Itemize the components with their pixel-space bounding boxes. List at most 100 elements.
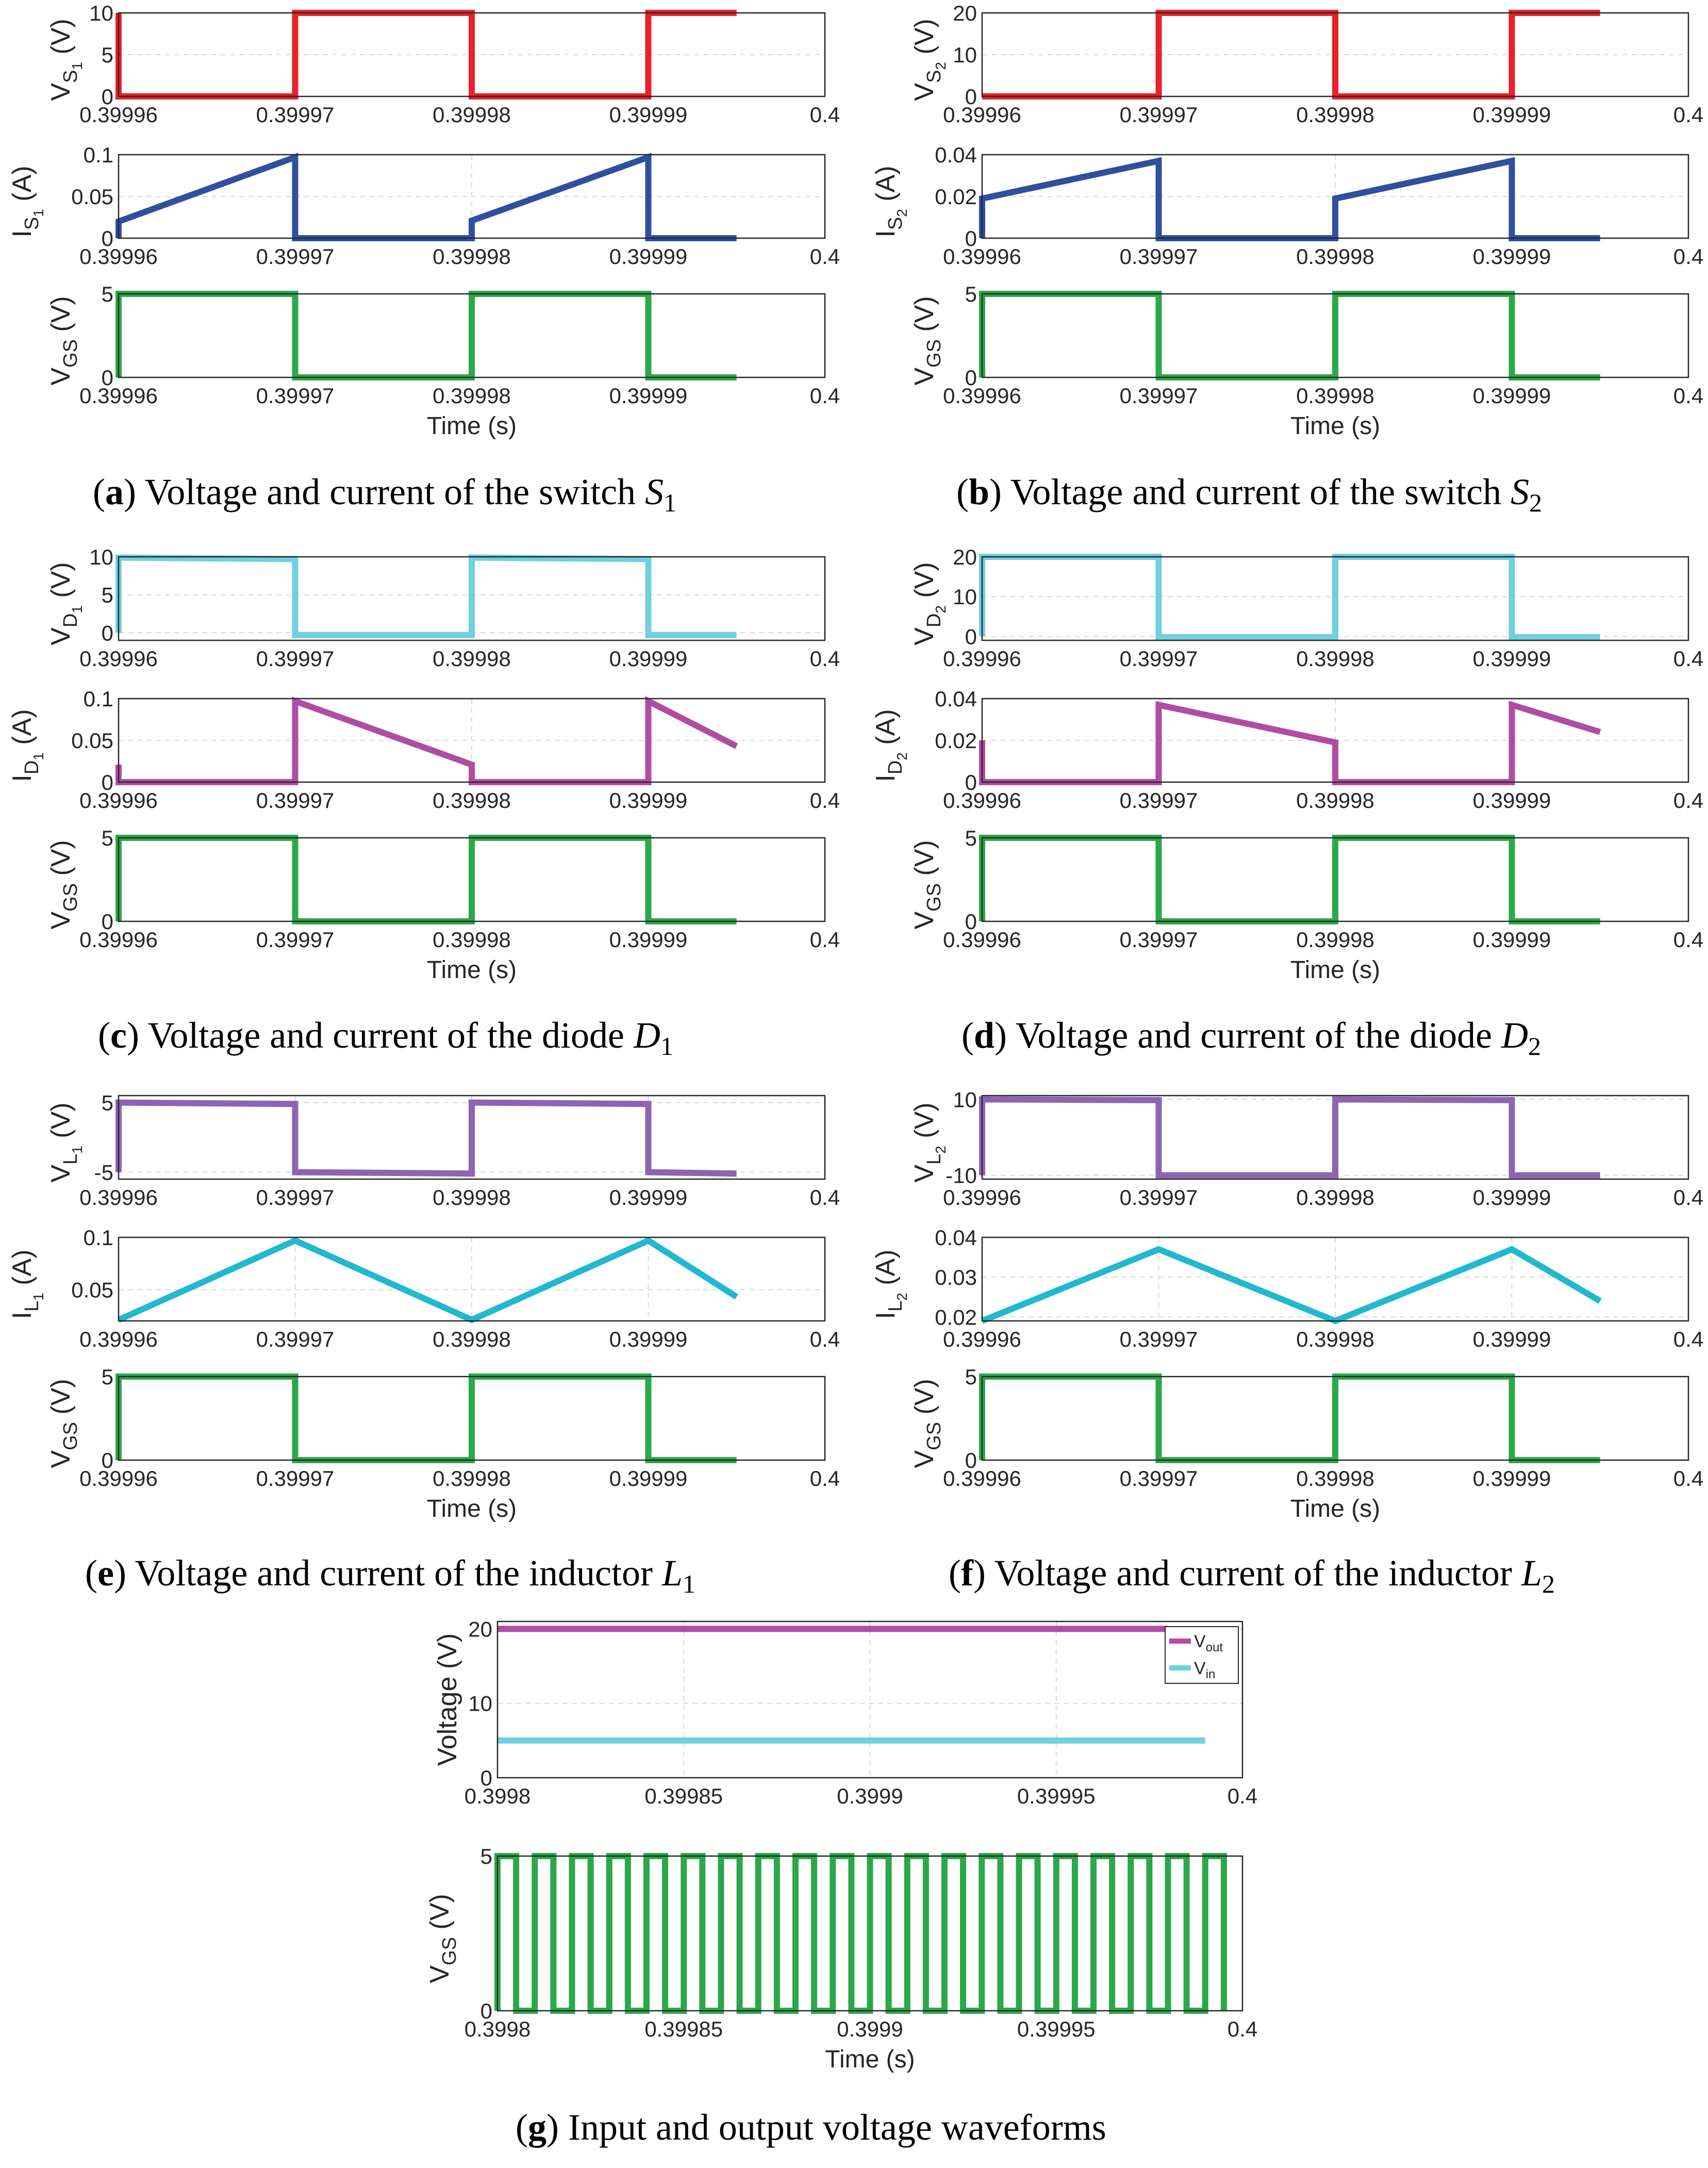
axes-box — [118, 698, 826, 783]
series-line — [979, 1096, 1600, 1179]
x-tick-label: 0.39997 — [1120, 1466, 1198, 1491]
x-tick-label: 0.39998 — [1296, 1185, 1374, 1210]
legend-entry: Vin — [1194, 1659, 1215, 1681]
y-tick-label: 10 — [953, 1087, 977, 1112]
y-tick-label: 0.02 — [935, 185, 977, 209]
x-tick-label: 0.4 — [810, 1327, 840, 1351]
x-tick-label: 0.39998 — [1296, 103, 1374, 127]
x-tick-label: 0.39985 — [644, 2017, 723, 2041]
x-tick-label: 0.4 — [1673, 1185, 1703, 1210]
y-axis-label: VGS (V) — [909, 1379, 945, 1468]
x-tick-label: 0.39999 — [1473, 1327, 1551, 1351]
y-tick-label: 5 — [965, 282, 977, 306]
axes-box — [118, 837, 826, 922]
series-line — [115, 554, 737, 638]
legend-entry: Vout — [1194, 1632, 1223, 1654]
series-line — [117, 1237, 738, 1323]
x-tick-label: 0.39999 — [609, 384, 688, 408]
x-tick-label: 0.4 — [810, 928, 840, 952]
y-tick-label: 5 — [965, 1365, 977, 1389]
x-tick-label: 0.39985 — [644, 1784, 723, 1808]
axes-box — [118, 1236, 826, 1322]
x-tick-label: 0.4 — [1673, 384, 1703, 408]
x-tick-label: 0.39997 — [256, 1185, 335, 1210]
x-tick-label: 0.39999 — [609, 244, 688, 269]
y-tick-label: 0 — [102, 366, 113, 390]
y-tick-label: 10 — [953, 585, 977, 609]
x-tick-label: 0.4 — [1228, 1784, 1257, 1808]
x-tick-label: 0.39996 — [943, 1327, 1021, 1351]
axes-box — [118, 556, 826, 641]
x-tick-label: 0.4 — [1673, 244, 1703, 269]
x-tick-label: 0.39999 — [1473, 1185, 1551, 1210]
x-tick-label: 0.39996 — [943, 647, 1021, 671]
x-tick-label: 0.4 — [810, 1466, 840, 1491]
x-axis-label: Time (s) — [1290, 1495, 1380, 1522]
y-tick-label: 0.03 — [935, 1265, 977, 1289]
x-tick-label: 0.39998 — [433, 244, 511, 269]
axes-box — [118, 1376, 826, 1461]
x-tick-label: 0.39999 — [1473, 1466, 1551, 1491]
x-tick-label: 0.39999 — [609, 1185, 688, 1210]
x-tick-label: 0.39996 — [79, 103, 158, 127]
axes-box — [118, 1095, 826, 1180]
x-tick-label: 0.39998 — [433, 1185, 511, 1210]
x-tick-label: 0.4 — [1673, 1327, 1703, 1351]
x-tick-label: 0.4 — [1673, 928, 1703, 952]
x-tick-label: 0.39999 — [1473, 928, 1551, 952]
axes-box — [981, 698, 1689, 783]
y-tick-label: 5 — [965, 826, 977, 850]
x-tick-label: 0.39997 — [256, 1327, 335, 1351]
x-tick-label: 0.4 — [1673, 647, 1703, 671]
x-tick-label: 0.39997 — [256, 647, 335, 671]
x-tick-label: 0.39996 — [943, 244, 1021, 269]
x-tick-label: 0.39996 — [943, 1466, 1021, 1491]
caption-g: (g) Input and output voltage waveforms — [516, 2107, 1106, 2148]
y-axis-label: IS1 (A) — [7, 166, 46, 237]
x-tick-label: 0.39999 — [609, 788, 688, 813]
x-tick-label: 0.39999 — [1473, 103, 1551, 127]
y-tick-label: 0.04 — [935, 687, 977, 711]
x-tick-label: 0.39997 — [1120, 1327, 1198, 1351]
x-tick-label: 0.4 — [1673, 103, 1703, 127]
y-tick-label: 10 — [89, 545, 113, 569]
x-tick-label: 0.39998 — [1296, 384, 1374, 408]
x-tick-label: 0.39999 — [1473, 244, 1551, 269]
x-tick-label: 0.39997 — [1120, 647, 1198, 671]
y-axis-label: VS2 (V) — [909, 19, 949, 101]
x-tick-label: 0.39996 — [79, 384, 158, 408]
axes-box — [118, 293, 826, 378]
y-axis-label: VGS (V) — [46, 840, 81, 929]
y-tick-label: 0.04 — [935, 1226, 977, 1250]
y-tick-label: -5 — [94, 1161, 113, 1185]
x-tick-label: 0.39997 — [1120, 244, 1198, 269]
x-tick-label: 0.39997 — [256, 103, 335, 127]
y-tick-label: 0 — [965, 366, 977, 390]
x-tick-label: 0.39997 — [256, 384, 335, 408]
y-tick-label: 0 — [102, 770, 113, 795]
axes-box — [118, 154, 826, 239]
y-tick-label: 0.1 — [84, 1226, 113, 1250]
x-tick-label: 0.39997 — [1120, 928, 1198, 952]
y-tick-label: 0.02 — [935, 1305, 977, 1329]
y-tick-label: 5 — [102, 282, 113, 306]
x-tick-label: 0.39999 — [1473, 384, 1551, 408]
y-tick-label: 0 — [102, 621, 113, 645]
y-tick-label: 0 — [102, 85, 113, 109]
x-axis-label: Time (s) — [427, 956, 517, 984]
y-axis-label: IL1 (A) — [7, 1250, 46, 1319]
y-axis-label: VS1 (V) — [46, 19, 85, 101]
y-tick-label: 0 — [965, 85, 977, 109]
